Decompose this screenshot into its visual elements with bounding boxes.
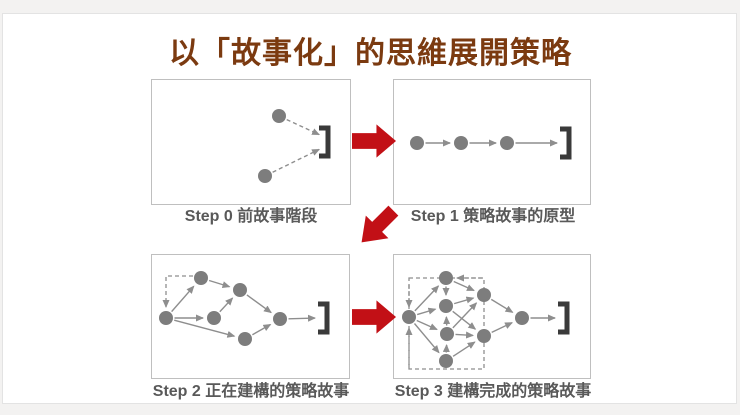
goal-bracket-icon [318, 301, 330, 335]
step1-diagram [410, 126, 572, 160]
edge-arrow [490, 298, 514, 313]
story-node [515, 311, 529, 325]
edge-arrow [219, 297, 234, 313]
story-node [439, 354, 453, 368]
step2-panel [151, 254, 350, 379]
edge-arrow [452, 341, 476, 357]
edge-arrow [174, 319, 236, 338]
edge-arrow [414, 285, 440, 312]
red-arrow-right-icon [352, 124, 397, 158]
story-node [272, 109, 286, 123]
step1-panel [393, 79, 591, 205]
step3-diagram [402, 271, 570, 370]
story-node [440, 327, 454, 341]
dashed-edge-arrow [272, 148, 320, 173]
step0-panel [151, 79, 351, 205]
story-node [194, 271, 208, 285]
story-node [402, 310, 416, 324]
edge-arrow [453, 280, 475, 292]
story-node [500, 136, 514, 150]
edge-arrow [452, 302, 478, 329]
story-node [439, 271, 453, 285]
step2-diagram [159, 271, 330, 346]
goal-bracket-icon [558, 301, 570, 335]
edge-arrow [452, 310, 477, 330]
step3-panel [393, 254, 591, 379]
story-node [233, 283, 247, 297]
red-arrow-diagonal-icon [361, 205, 399, 243]
dashed-edge-arrow [286, 118, 320, 136]
red-arrow-right-icon [352, 300, 397, 334]
story-node [439, 299, 453, 313]
edge-arrow [252, 323, 272, 336]
edge-arrow [491, 322, 513, 333]
edge-arrow [453, 296, 475, 305]
story-node [258, 169, 272, 183]
edge-arrow [171, 285, 195, 313]
slide-canvas: 以「故事化」的思維展開策略 Step 0 前故事階段 Step 1 策略故事的原… [2, 13, 737, 404]
goal-bracket-icon [319, 125, 331, 159]
dashed-feedback-arrow [162, 275, 193, 308]
edge-arrow [246, 294, 272, 314]
step2-caption: Step 2 正在建構的策略故事 [152, 383, 350, 400]
page-title: 以「故事化」的思維展開策略 [169, 37, 572, 70]
story-node [410, 136, 424, 150]
story-node [454, 136, 468, 150]
story-node [238, 332, 252, 346]
goal-bracket-icon [560, 126, 572, 160]
step0-caption: Step 0 前故事階段 [184, 208, 318, 225]
story-node [273, 312, 287, 326]
story-node [159, 311, 173, 325]
edge-arrow [288, 314, 316, 322]
step3-caption: Step 3 建構完成的策略故事 [394, 383, 592, 400]
edge-arrow [413, 323, 440, 354]
story-node [477, 329, 491, 343]
edge-arrow [416, 319, 438, 331]
story-node [207, 311, 221, 325]
edge-arrow [208, 279, 231, 289]
edge-arrow [455, 331, 475, 339]
step0-diagram [258, 109, 331, 183]
step1-caption: Step 1 策略故事的原型 [410, 208, 576, 225]
story-node [477, 288, 491, 302]
edge-arrow [416, 307, 437, 316]
